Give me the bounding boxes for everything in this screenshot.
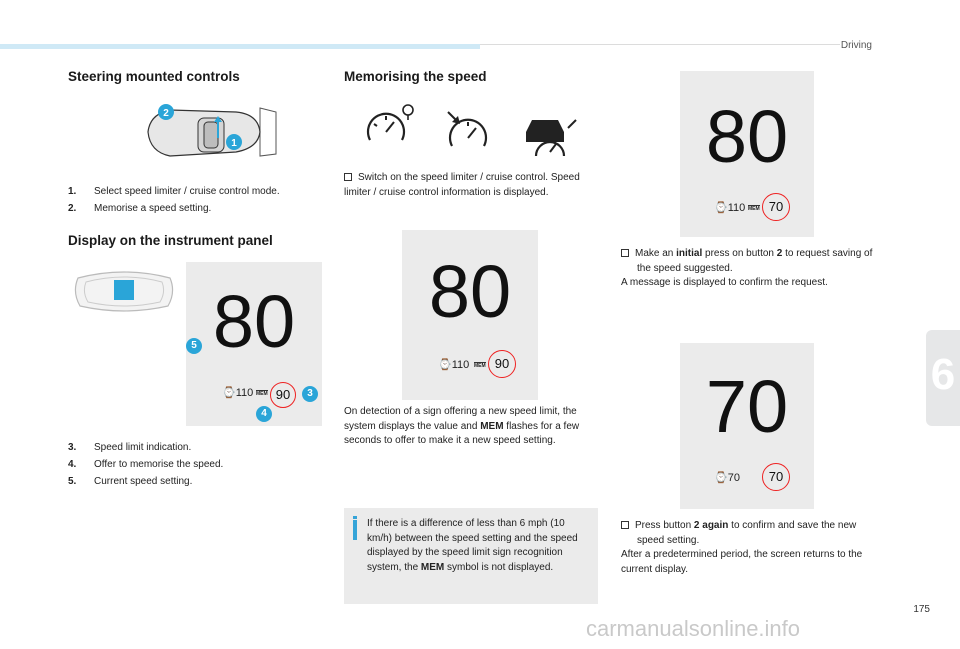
current-speed-value: 80: [428, 250, 512, 333]
header-rule: [480, 44, 840, 45]
chapter-tab: 6: [926, 330, 960, 426]
callout-5: 5: [186, 338, 202, 354]
heading-display-panel: Display on the instrument panel: [68, 233, 273, 248]
list-item: 4.Offer to memorise the speed.: [68, 459, 224, 470]
steps-list-2: 3.Speed limit indication. 4.Offer to mem…: [68, 439, 328, 490]
callout-3: 3: [302, 386, 318, 402]
confirm-message-text: A message is displayed to confirm the re…: [621, 277, 828, 288]
watermark: carmanualsonline.info: [586, 616, 801, 641]
callout-1: 1: [226, 134, 242, 150]
list-item: 5.Current speed setting.: [68, 476, 193, 487]
current-speed-value: 80: [705, 95, 789, 178]
svg-text:1: 1: [231, 138, 237, 149]
detection-paragraph: On detection of a sign offering a new sp…: [344, 406, 580, 446]
heading-steering-controls: Steering mounted controls: [68, 69, 240, 84]
info-note: If there is a difference of less than 6 …: [344, 508, 598, 604]
section-title: Driving: [840, 40, 872, 51]
svg-text:2: 2: [163, 108, 169, 119]
suggested-limit-ring: 70: [762, 193, 790, 221]
current-speed-value: 70: [705, 365, 789, 448]
header-accent-bar: [0, 44, 480, 49]
bullet-icon: [621, 249, 629, 257]
list-item: 2.Memorise a speed setting.: [68, 203, 212, 214]
speed-sign-icon: ⌚: [714, 472, 728, 484]
steering-stalk-illustration: 2 1: [147, 104, 277, 157]
confirm-display: 70 ⌚70 70: [680, 343, 814, 509]
info-icon: [353, 516, 357, 519]
suggested-limit-ring: 70: [762, 463, 790, 491]
suggested-limit-ring: 90: [270, 382, 296, 408]
suggested-limit-ring: 90: [488, 350, 516, 378]
speed-sign-icon: ⌚: [438, 359, 452, 371]
speed-sign-icon: ⌚: [222, 387, 236, 399]
switch-on-instruction: Switch on the speed limiter / cruise con…: [344, 172, 580, 198]
speed-limiter-icon: [366, 104, 414, 141]
callout-4: 4: [256, 406, 272, 422]
heading-memorising-speed: Memorising the speed: [344, 69, 487, 84]
confirm-instruction: Press button 2 again to confirm and save…: [621, 519, 879, 577]
bullet-icon: [344, 173, 352, 181]
sign-speed-value: ⌚110: [714, 202, 746, 214]
info-note-text: If there is a difference of less than 6 …: [367, 518, 578, 573]
return-display-text: After a predetermined period, the screen…: [621, 549, 863, 575]
page-number: 175: [913, 604, 930, 615]
instrument-cluster-icon: [74, 271, 174, 312]
callout-2: 2: [158, 104, 174, 120]
mem-label: MEM: [748, 205, 760, 212]
list-item: 3.Speed limit indication.: [68, 442, 192, 453]
mem-label: MEM: [474, 362, 486, 369]
steps-list-1: 1.Select speed limiter / cruise control …: [68, 183, 328, 217]
sign-speed-value: ⌚70: [714, 472, 740, 484]
mem-label: MEM: [256, 390, 268, 397]
sign-speed-value: ⌚110: [222, 387, 254, 399]
chapter-number: 6: [930, 350, 956, 399]
sign-speed-value: ⌚110: [438, 359, 470, 371]
instrument-display-example: 80 ⌚110 MEM 90: [186, 262, 322, 426]
bullet-icon: [621, 521, 629, 529]
list-item: 1.Select speed limiter / cruise control …: [68, 186, 280, 197]
speed-sign-icon: ⌚: [714, 202, 728, 214]
adaptive-cruise-icon: [526, 119, 577, 157]
initial-press-display: 80 ⌚110 MEM 70: [680, 71, 814, 237]
cruise-control-icon: [447, 111, 488, 147]
current-speed-value: 80: [212, 280, 296, 363]
initial-press-instruction: Make an initial press on button 2 to req…: [621, 247, 879, 291]
memorise-display-example: 80 ⌚110 MEM 90: [402, 230, 538, 400]
